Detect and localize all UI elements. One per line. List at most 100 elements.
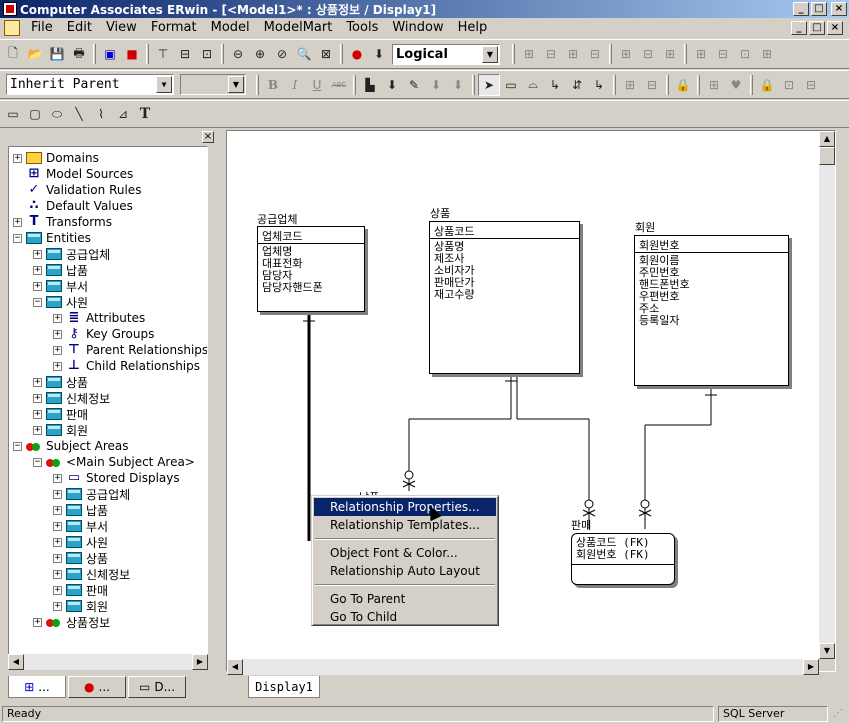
expand-icon[interactable]: + (53, 600, 62, 611)
align-right-icon[interactable]: ⊟ (589, 47, 601, 61)
expand-icon[interactable]: + (33, 280, 42, 291)
zoom-in-icon[interactable]: ⊕ (254, 47, 266, 61)
tree-node[interactable]: −<Main Subject Area> (33, 454, 195, 470)
menu-help[interactable]: Help (457, 20, 488, 35)
tab-displays[interactable]: ▭D... (128, 676, 186, 698)
mart-heart-icon[interactable]: ♥ (730, 77, 742, 92)
menu-file[interactable]: File (31, 20, 53, 35)
shade-icon[interactable]: ⬇ (452, 77, 464, 92)
expand-icon[interactable]: + (53, 536, 62, 547)
tree-node[interactable]: +신체정보 (53, 566, 130, 582)
color-icon[interactable]: ■ (126, 47, 138, 61)
tree-node[interactable]: +상품 (53, 550, 108, 566)
download-icon[interactable]: ⬇ (373, 47, 385, 61)
erwin-app-icon[interactable] (3, 2, 17, 16)
view-mode-select[interactable]: Logical ▼ (392, 43, 500, 65)
expand-icon[interactable]: + (33, 248, 42, 259)
tree-node[interactable]: +⚷Key Groups (53, 326, 154, 342)
rectangle-tool-icon[interactable]: ▭ (7, 107, 19, 121)
tree-node[interactable]: +판매 (53, 582, 108, 598)
identifying-rel-icon[interactable]: ↳ (549, 77, 561, 92)
expand-icon[interactable]: + (13, 152, 22, 163)
mart-report-icon[interactable]: ⊟ (805, 77, 817, 92)
entity-supplier[interactable]: 업체코드 업체명 대표전화 담당자 담당자핸드폰 (257, 226, 365, 312)
many-to-many-icon[interactable]: ⇵ (571, 77, 583, 92)
maximize-button[interactable]: □ (811, 2, 827, 16)
scroll-right-icon[interactable]: ▶ (192, 654, 208, 670)
tree-node[interactable]: +신체정보 (33, 390, 110, 406)
distribute-v-icon[interactable]: ⊟ (642, 47, 654, 61)
close-button[interactable]: × (831, 2, 847, 16)
attribute-display-icon[interactable]: ⊟ (179, 47, 191, 61)
expand-icon[interactable]: + (33, 616, 42, 627)
tab-model[interactable]: ⊞... (8, 676, 66, 698)
tree-node[interactable]: +사원 (53, 534, 108, 550)
doc-restore-button[interactable]: □ (809, 21, 825, 35)
tree-node[interactable]: +상품정보 (33, 614, 110, 630)
chevron-down-icon[interactable]: ▼ (228, 76, 244, 93)
scroll-up-icon[interactable]: ▲ (819, 131, 835, 147)
expand-icon[interactable]: + (33, 264, 42, 275)
mart-icon[interactable]: ⊞ (624, 77, 636, 92)
expand-icon[interactable]: + (53, 552, 62, 563)
align-icon[interactable]: ⊞ (523, 47, 535, 61)
zoom-fit-icon[interactable]: ⊘ (276, 47, 288, 61)
menu-relationship-properties[interactable]: Relationship Properties... (314, 498, 496, 516)
space-v-icon[interactable]: ⊟ (717, 47, 729, 61)
collapse-icon[interactable]: − (33, 456, 42, 467)
zoom-all-icon[interactable]: ⊠ (320, 47, 332, 61)
lock-icon[interactable]: 🔒 (675, 77, 691, 92)
tree-node[interactable]: +Domains (13, 150, 99, 166)
tree-node[interactable]: +부서 (33, 278, 88, 294)
mart-lock-icon[interactable]: 🔒 (759, 77, 775, 92)
menu-object-font-color[interactable]: Object Font & Color... (330, 546, 458, 560)
tree-node[interactable]: ✓Validation Rules (13, 182, 142, 198)
menu-relationship-templates[interactable]: Relationship Templates... (330, 518, 480, 532)
distribute-h-icon[interactable]: ⊞ (664, 47, 676, 61)
menu-go-to-parent[interactable]: Go To Parent (330, 592, 406, 606)
menu-window[interactable]: Window (392, 20, 444, 35)
expand-icon[interactable]: + (53, 360, 62, 371)
reports-icon[interactable]: ▣ (104, 47, 116, 61)
collapse-icon[interactable]: − (13, 440, 22, 451)
underline-button[interactable]: U (312, 77, 322, 92)
entity-member[interactable]: 회원번호 회원이름 주민번호 핸드폰번호 우편번호 주소 등록일자 (634, 235, 789, 386)
canvas-vertical-scrollbar[interactable]: ▲ ▼ (819, 131, 835, 659)
polygon-tool-icon[interactable]: ⊿ (117, 107, 129, 121)
definition-display-icon[interactable]: ⊡ (201, 47, 213, 61)
doc-close-button[interactable]: × (827, 21, 843, 35)
tab-subject-areas[interactable]: ●... (68, 676, 126, 698)
doc-minimize-button[interactable]: _ (791, 21, 807, 35)
collapse-icon[interactable]: − (13, 232, 22, 243)
menu-go-to-child[interactable]: Go To Child (330, 610, 398, 624)
tree-node[interactable]: +≣Attributes (53, 310, 145, 326)
scroll-down-icon[interactable]: ▼ (819, 643, 835, 659)
expand-icon[interactable]: + (53, 504, 62, 515)
tree-node[interactable]: −Entities (13, 230, 91, 246)
chevron-down-icon[interactable]: ▼ (482, 45, 498, 63)
non-identifying-rel-icon[interactable]: ↳ (593, 77, 605, 92)
expand-icon[interactable]: + (53, 584, 62, 595)
menu-modelmart[interactable]: ModelMart (263, 20, 333, 35)
line-tool-icon[interactable]: ╲ (75, 107, 83, 121)
expand-icon[interactable]: + (33, 408, 42, 419)
subject-area-tool-icon[interactable]: ● (351, 47, 363, 61)
title-bar[interactable]: Computer Associates ERwin - [<Model1>* :… (0, 0, 849, 18)
expand-icon[interactable]: + (53, 472, 62, 483)
tree-node[interactable]: +공급업체 (53, 486, 130, 502)
menu-format[interactable]: Format (150, 20, 197, 35)
tree-node[interactable]: +납품 (33, 262, 88, 278)
align-top-icon[interactable]: ⊟ (545, 47, 557, 61)
text-tool-button[interactable]: T (139, 106, 151, 122)
strikethrough-button[interactable]: ABC (331, 80, 347, 89)
italic-button[interactable]: I (292, 77, 298, 92)
scroll-left-icon[interactable]: ◀ (227, 659, 243, 675)
tab-display1[interactable]: Display1 (248, 676, 320, 698)
expand-icon[interactable]: + (53, 568, 62, 579)
font-name-select[interactable]: Inherit Parent ▼ (6, 74, 174, 95)
minimize-button[interactable]: _ (793, 2, 809, 16)
menu-model[interactable]: Model (210, 20, 250, 35)
category-tool-icon[interactable]: ⌓ (528, 77, 538, 91)
tree-node[interactable]: +⊥Child Relationships (53, 358, 200, 374)
